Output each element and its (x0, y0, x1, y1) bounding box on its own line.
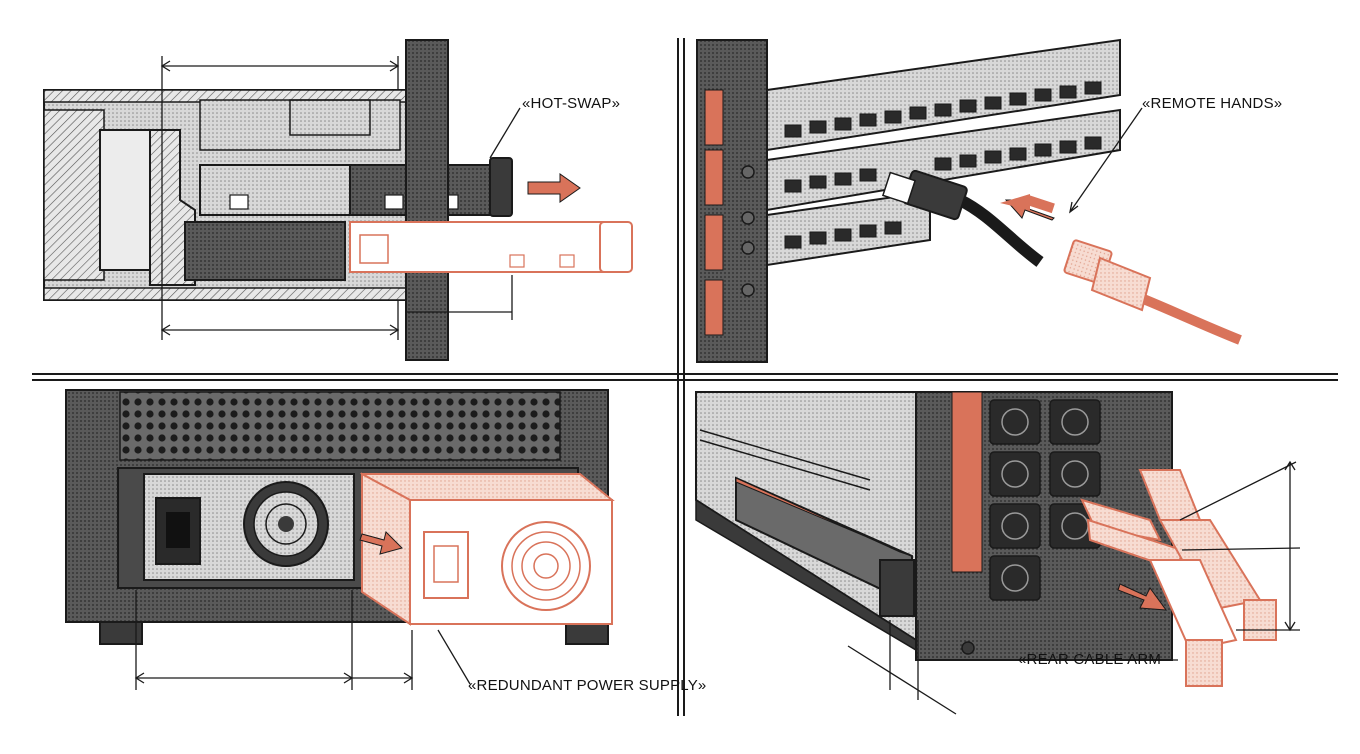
panel-remote-hands: «REMOTE HANDS» (696, 38, 1282, 363)
redundant-power-supply-label: «REDUNDANT POWER SUPPLY» (468, 677, 706, 694)
insert-psu-arrow-icon (359, 531, 403, 555)
panel-power-supply: «REDUNDANT POWER SUPPLY» (65, 389, 706, 694)
rear-cable-arm-label: «REAR CABLE ARM (1018, 651, 1161, 668)
panel-rear-cable-arm: «REAR CABLE ARM (695, 391, 1301, 715)
pull-arrow-icon (527, 173, 581, 203)
replacement-psu-outline (360, 472, 615, 626)
remote-hands-label: «REMOTE HANDS» (1142, 95, 1282, 112)
cable-arm-outline (1080, 469, 1277, 687)
panel-dividers (32, 38, 1338, 716)
extracted-drive-outline (349, 221, 633, 273)
plugged-ethernet-cable (881, 169, 1044, 267)
panel-hot-swap: «HOT-SWAP» (43, 39, 633, 361)
extend-arm-arrow-icon (1117, 583, 1168, 611)
ethernet-plug-outline (1063, 239, 1242, 345)
hot-swap-label: «HOT-SWAP» (522, 95, 620, 112)
